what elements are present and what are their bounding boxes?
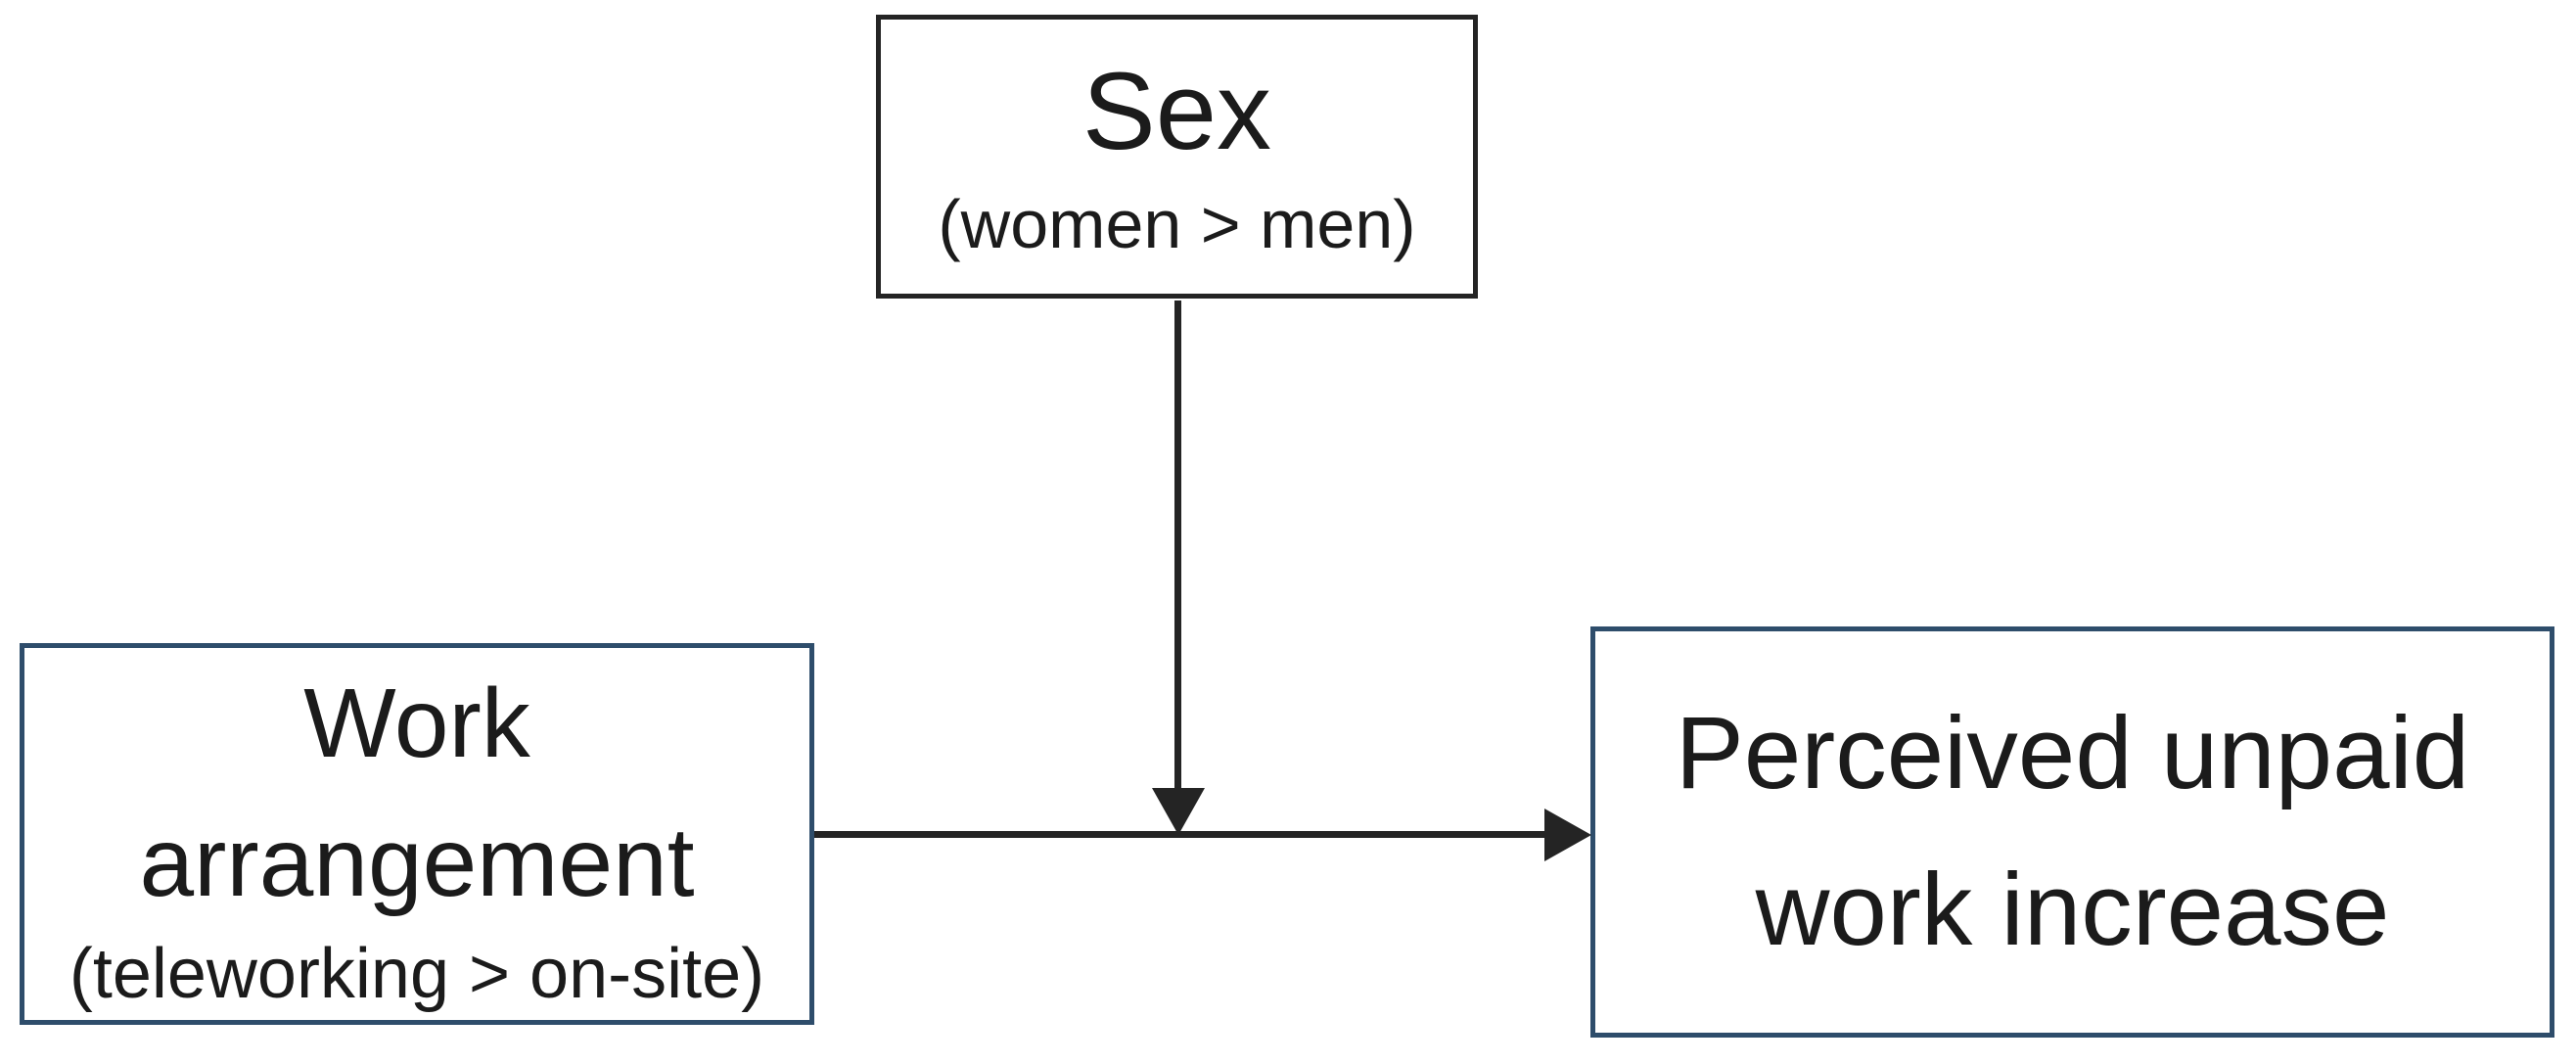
moderator-title: Sex: [1082, 50, 1271, 173]
outcome-title: Perceived unpaid work increase: [1675, 696, 2470, 967]
moderation-arrow-line: [1174, 301, 1181, 790]
moderator-subtitle: (women > men): [938, 186, 1416, 263]
predictor-title: Work arrangement: [139, 668, 695, 917]
predictor-node: Work arrangement (teleworking > on-site): [20, 643, 814, 1025]
moderator-node: Sex (women > men): [876, 15, 1478, 299]
main-effect-arrowhead-icon: [1544, 809, 1591, 861]
outcome-node: Perceived unpaid work increase: [1590, 626, 2554, 1038]
predictor-subtitle: (teleworking > on-site): [69, 934, 765, 1013]
moderation-arrowhead-icon: [1152, 788, 1205, 835]
